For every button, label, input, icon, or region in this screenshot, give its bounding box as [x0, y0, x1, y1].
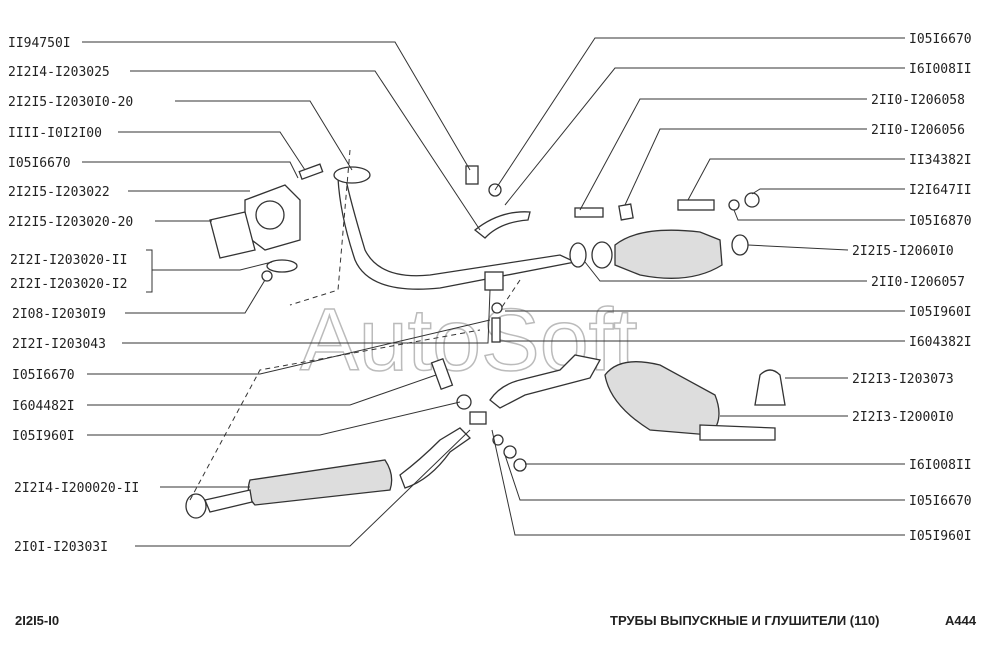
part-label: 2I0I-I20303I	[14, 540, 108, 555]
part-label: 2I2I3-I203073	[852, 372, 954, 387]
right-labels: I05I6670 I6I008II 2II0-I206058 2II0-I206…	[852, 32, 972, 544]
left-labels: II94750I 2I2I4-I203025 2I2I5-I2030I0-20 …	[8, 36, 153, 555]
part-label: I05I6670	[909, 494, 972, 509]
part-label: 2I2I4-I200020-II	[14, 481, 139, 496]
part-label: II34382I	[909, 153, 972, 168]
part-label: I604482I	[12, 399, 75, 414]
part-label: 2I2I-I203043	[12, 337, 106, 352]
part-label: I2I647II	[909, 183, 972, 198]
part-label: 2I2I5-I2060I0	[852, 244, 954, 259]
part-label: I6I008II	[909, 458, 972, 473]
part-label: 2I2I-I203020-I2	[10, 277, 127, 292]
part-label: 2I2I-I203020-II	[10, 253, 127, 268]
part-label: 2I2I4-I203025	[8, 65, 110, 80]
part-label: I6I008II	[909, 62, 972, 77]
part-label: IIII-I0I2I00	[8, 126, 102, 141]
part-label: I05I6670	[8, 156, 71, 171]
exhaust-parts	[185, 149, 786, 519]
part-label: I05I6670	[909, 32, 972, 47]
part-label: 2I2I5-I203020-20	[8, 215, 133, 230]
part-label: I05I6870	[909, 214, 972, 229]
leader-lines	[82, 37, 905, 547]
part-label: I05I960I	[909, 305, 972, 320]
part-label: 2II0-I206058	[871, 93, 965, 108]
part-label: I05I6670	[12, 368, 75, 383]
part-label: I05I960I	[909, 529, 972, 544]
part-label: 2II0-I206056	[871, 123, 965, 138]
diagram-title: ТРУБЫ ВЫПУСКНЫЕ И ГЛУШИТЕЛИ (110)	[610, 613, 879, 628]
model-code: 2I2I5-I0	[15, 613, 59, 628]
part-label: 2I2I5-I203022	[8, 185, 110, 200]
part-label: 2II0-I206057	[871, 275, 965, 290]
part-label: 2I2I5-I2030I0-20	[8, 95, 133, 110]
part-label: II94750I	[8, 36, 71, 51]
part-label: 2I08-I2030I9	[12, 307, 106, 322]
page-code: A444	[945, 613, 977, 628]
part-label: I604382I	[909, 335, 972, 350]
part-label: 2I2I3-I2000I0	[852, 410, 954, 425]
part-label: I05I960I	[12, 429, 75, 444]
